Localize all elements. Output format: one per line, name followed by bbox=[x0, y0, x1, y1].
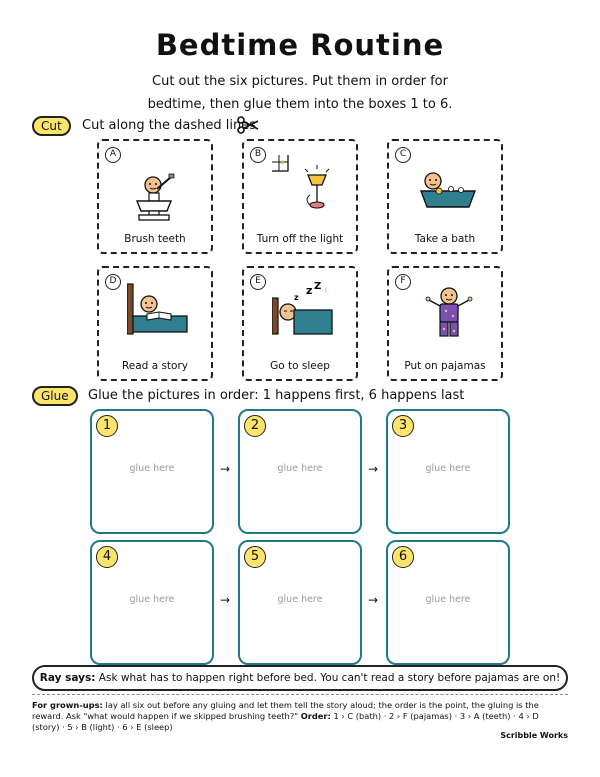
picture-card-brush-teeth[interactable]: A Brush teeth bbox=[97, 139, 213, 254]
card-letter: E bbox=[250, 274, 266, 290]
glue-pill: Glue bbox=[32, 386, 78, 406]
picture-card-take-bath[interactable]: C Take a bath bbox=[387, 139, 503, 254]
glue-here-hint: glue here bbox=[277, 463, 323, 474]
cut-pill: Cut bbox=[32, 116, 71, 136]
card-letter: A bbox=[105, 147, 121, 163]
picture-card-put-on-pajamas[interactable]: F Put on pajamas bbox=[387, 266, 503, 381]
divider bbox=[32, 694, 568, 695]
brand-logo: Scribble Works bbox=[500, 731, 568, 740]
arrow-icon: → bbox=[368, 462, 379, 476]
book-in-bed-icon bbox=[127, 283, 188, 335]
cut-instruction: Cut along the dashed lines bbox=[82, 118, 257, 133]
grown-ups-note: For grown-ups: lay all six out before an… bbox=[32, 700, 568, 733]
glue-here-hint: glue here bbox=[129, 594, 175, 605]
tip-speaker: Ray says: bbox=[39, 672, 96, 684]
card-letter: D bbox=[105, 274, 121, 290]
pajamas-icon bbox=[425, 287, 473, 337]
card-caption: Take a bath bbox=[414, 233, 476, 245]
grown-ups-label: For grown-ups: bbox=[32, 700, 103, 710]
intro-line-1: Cut out the six pictures. Put them in or… bbox=[152, 74, 448, 89]
card-caption: Go to sleep bbox=[270, 360, 330, 372]
bathtub-icon bbox=[419, 172, 477, 208]
glue-box-number: 6 bbox=[392, 546, 414, 568]
order-answer: 1 › C (bath) · 2 › F (pajamas) · 3 › A (… bbox=[32, 711, 539, 732]
glue-box-number: 5 bbox=[244, 546, 266, 568]
glue-box-4[interactable]: 4 glue here bbox=[90, 540, 214, 665]
page-title: Bedtime Routine bbox=[155, 28, 445, 62]
glue-box-3[interactable]: 3 glue here bbox=[386, 409, 510, 534]
glue-box-number: 4 bbox=[96, 546, 118, 568]
card-letter: C bbox=[395, 147, 411, 163]
card-caption: Brush teeth bbox=[124, 233, 186, 245]
glue-box-5[interactable]: 5 glue here bbox=[238, 540, 362, 665]
order-label: Order: bbox=[300, 711, 331, 721]
toothbrush-icon bbox=[135, 173, 175, 221]
card-caption: Read a story bbox=[121, 360, 189, 372]
picture-card-turn-off-light[interactable]: B Turn off the light bbox=[242, 139, 358, 254]
arrow-icon: → bbox=[220, 462, 231, 476]
glue-box-number: 3 bbox=[392, 415, 414, 437]
card-letter: B bbox=[250, 147, 266, 163]
arrow-icon: → bbox=[368, 593, 379, 607]
ray-says-tip: Ray says: Ask what has to happen right b… bbox=[32, 665, 568, 691]
sleeping-icon: z Z z bbox=[272, 282, 333, 335]
grown-ups-text: lay all six out before any gluing and le… bbox=[32, 700, 539, 721]
glue-box-number: 1 bbox=[96, 415, 118, 437]
glue-instruction: Glue the pictures in order: 1 happens fi… bbox=[88, 388, 465, 403]
intro-line-2: bedtime, then glue them into the boxes 1… bbox=[147, 97, 453, 112]
scissors-icon bbox=[237, 116, 259, 134]
glue-here-hint: glue here bbox=[425, 594, 471, 605]
svg-text:Z: Z bbox=[314, 282, 321, 292]
glue-box-6[interactable]: 6 glue here bbox=[386, 540, 510, 665]
card-letter: F bbox=[395, 274, 411, 290]
glue-box-1[interactable]: 1 glue here bbox=[90, 409, 214, 534]
glue-box-number: 2 bbox=[244, 415, 266, 437]
arrow-icon: → bbox=[220, 593, 231, 607]
picture-card-go-to-sleep[interactable]: E z Z z Go to sleep bbox=[242, 266, 358, 381]
svg-text:z: z bbox=[306, 284, 312, 297]
glue-here-hint: glue here bbox=[425, 463, 471, 474]
intro-text: Cut out the six pictures. Put them in or… bbox=[120, 70, 480, 116]
svg-text:z: z bbox=[294, 293, 299, 302]
card-caption: Turn off the light bbox=[256, 233, 344, 245]
glue-here-hint: glue here bbox=[277, 594, 323, 605]
glue-box-2[interactable]: 2 glue here bbox=[238, 409, 362, 534]
glue-here-hint: glue here bbox=[129, 463, 175, 474]
lamp-icon bbox=[272, 155, 330, 209]
card-caption: Put on pajamas bbox=[404, 360, 486, 372]
picture-card-read-story[interactable]: D Read a story bbox=[97, 266, 213, 381]
tip-text: Ask what has to happen right before bed.… bbox=[98, 672, 561, 684]
